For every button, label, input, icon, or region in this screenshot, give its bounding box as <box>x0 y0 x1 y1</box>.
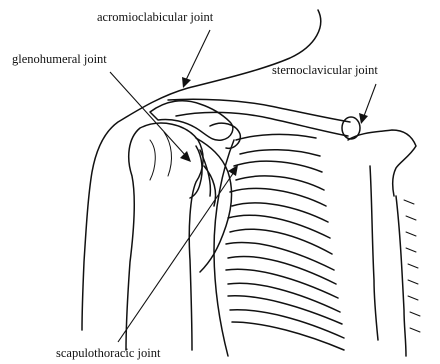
scapulothoracic-joint-label: scapulothoracic joint <box>56 347 160 360</box>
manubrium <box>348 130 416 196</box>
glenohumeral-leader <box>110 72 186 156</box>
rib-5 <box>226 242 336 284</box>
rib-2 <box>234 161 324 190</box>
scapulothoracic-leader <box>118 172 234 342</box>
glenohumeral-arrowhead <box>180 151 191 162</box>
humerus-tuberosity <box>150 132 171 180</box>
sternoclavicular-leader <box>364 84 376 116</box>
acromioclavicular-arrowhead <box>182 77 191 88</box>
acromion <box>150 101 233 141</box>
acromioclavicular-leader <box>186 30 210 80</box>
acromioclavicular-joint-label: acromioclabicular joint <box>97 11 213 24</box>
clavicle <box>168 99 350 136</box>
rib-7 <box>228 296 344 338</box>
rib-6 <box>226 269 340 312</box>
sternoclavicular-joint-label: sternoclavicular joint <box>272 64 378 77</box>
sternoclavicular-arrowhead <box>359 113 368 124</box>
coracoid <box>210 123 240 148</box>
rib-3 <box>230 188 328 222</box>
rib-1 <box>236 134 320 156</box>
humerus <box>126 123 203 350</box>
rib-8 <box>232 322 344 350</box>
glenohumeral-joint-label: glenohumeral joint <box>12 53 107 66</box>
sternum-body <box>370 166 406 356</box>
costal-cartilage-marks <box>404 200 420 332</box>
